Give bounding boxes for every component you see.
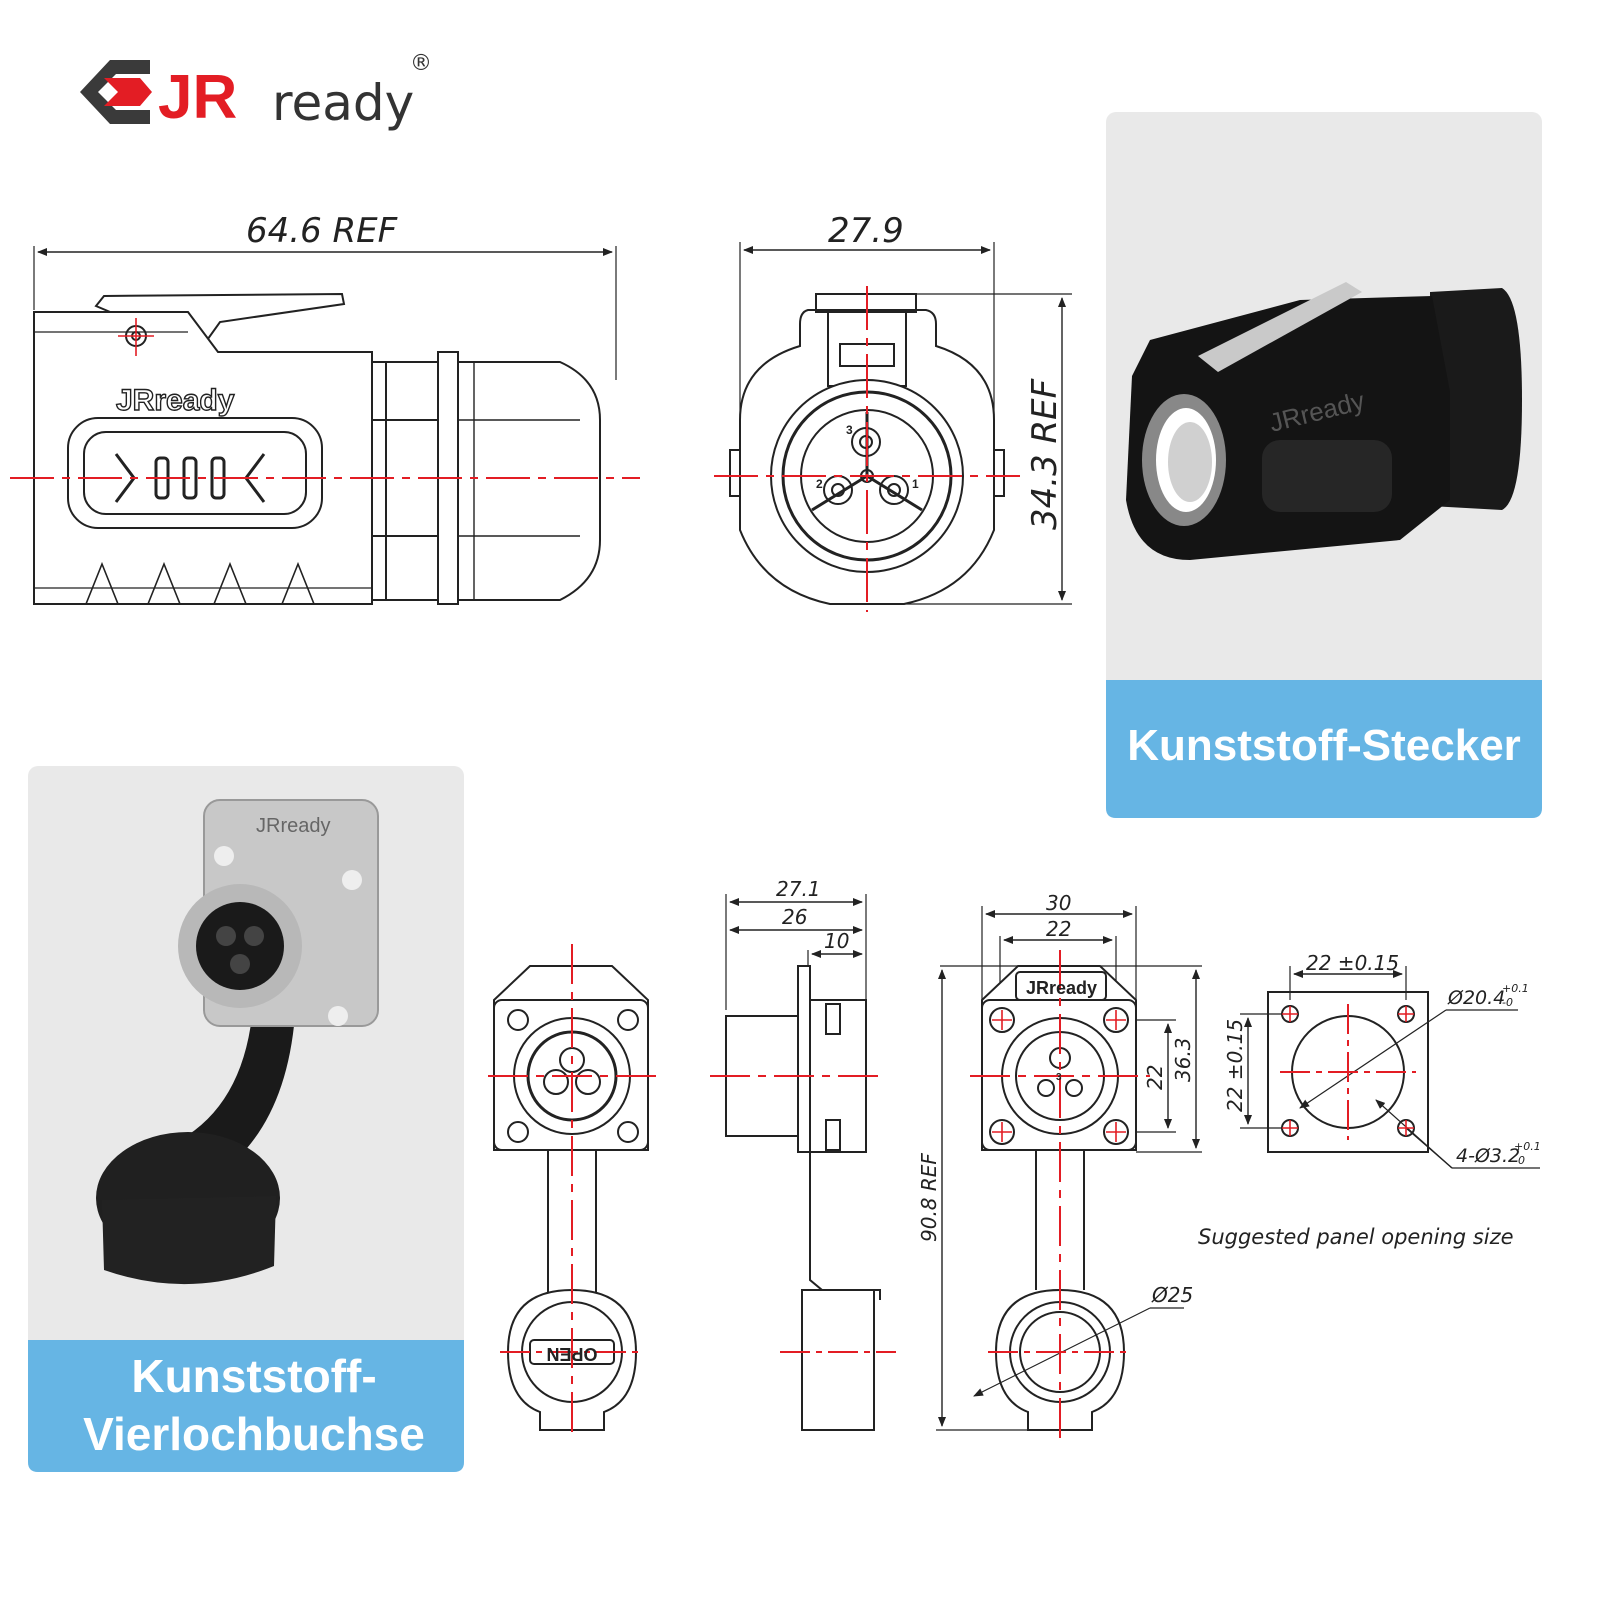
pin-label-1: 1 [912,477,919,491]
dim-socket-cap-diameter: Ø25 [1151,1283,1193,1307]
socket-face-logo-text: JRready [1026,978,1097,998]
socket-side-view [710,894,896,1431]
pin-label-3: 3 [846,423,853,437]
socket-caption-line2: Vierlochbuchse [83,1408,425,1460]
dim-socket-side-10: 10 [824,929,849,953]
panel-cutout-drawing [1240,966,1540,1169]
dim-cutout-screws: 4-Ø3.2 [1456,1145,1520,1167]
dim-plug-height: 34.3 REF [1025,378,1065,530]
dim-cutout-height: 22 ±0.15 [1223,1019,1247,1112]
brand-logo: JR ready ® [80,51,432,132]
socket-caption-line1: Kunststoff- [131,1350,376,1402]
dim-plug-length: 64.6 REF [246,211,398,251]
plug-photo-image [1126,282,1522,560]
plug-body-logo-text: JRready [116,384,235,417]
socket-photo-image [96,799,379,1285]
dim-socket-22-height: 22 [1143,1065,1167,1090]
pin-label-2: 2 [816,477,823,491]
plug-caption: Kunststoff-Stecker [1127,721,1521,770]
dim-cutout-screws-tol-plus: +0.1 [1514,1140,1541,1153]
cap-open-mark: OPEN [546,1344,597,1364]
dim-socket-36-3: 36.3 [1171,1037,1195,1082]
dim-socket-90-8: 90.8 REF [917,1153,941,1242]
panel-cutout-note: Suggested panel opening size [1198,1225,1514,1249]
logo-mark-icon [80,60,152,124]
dim-socket-side-26: 26 [782,905,807,929]
dim-cutout-screws-tol-minus: -0 [1514,1154,1525,1167]
dim-socket-22-width: 22 [1046,917,1071,941]
plug-photo-panel: JRready Kunststoff-Stecker [1106,112,1542,818]
socket-photo-logo-text: JRready [256,815,330,837]
dim-cutout-hole-tol-minus: -0 [1502,996,1513,1009]
socket-photo-panel: JRready Kunststoff- Vierlochbuchse [28,766,464,1472]
dim-cutout-hole: Ø20.4 [1447,987,1505,1009]
plug-side-view [10,246,640,605]
dim-cutout-width: 22 ±0.15 [1306,951,1399,975]
plug-front-view [714,242,1072,612]
socket-pin-label-3: 3 [1056,1072,1062,1083]
dim-socket-30: 30 [1046,891,1071,915]
logo-jr-text: JR [158,63,237,132]
logo-ready-text: ready [272,74,414,132]
socket-front-view-left [488,944,660,1436]
registered-mark: ® [410,51,432,76]
dim-socket-side-27-1: 27.1 [776,877,821,901]
socket-front-view-right [936,906,1202,1440]
dim-plug-width: 27.9 [828,211,904,251]
dim-cutout-hole-tol-plus: +0.1 [1502,982,1529,995]
